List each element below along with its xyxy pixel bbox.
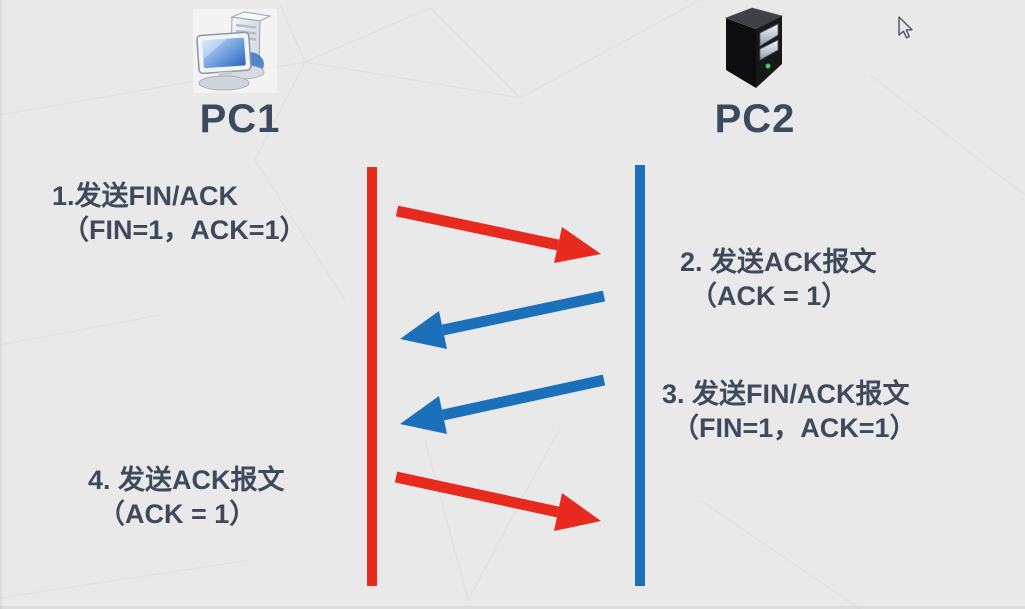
message-4-flags: （ACK = 1） <box>98 499 257 529</box>
message-2-flags: （ACK = 1） <box>690 281 849 311</box>
mouse-pointer-icon <box>898 16 913 39</box>
message-label-2: 2. 发送ACK报文 （ACK = 1） <box>680 245 877 313</box>
pc1-label: PC1 <box>199 97 281 141</box>
pc2-label: PC2 <box>714 97 796 141</box>
message-arrow-3 <box>400 374 606 434</box>
message-4-title: 4. 发送ACK报文 <box>88 465 285 495</box>
message-label-3: 3. 发送FIN/ACK报文 （FIN=1，ACK=1） <box>662 377 917 445</box>
message-1-flags: （FIN=1，ACK=1） <box>62 215 307 245</box>
left-edge-shade <box>0 0 2 609</box>
node-pc1 <box>190 6 280 96</box>
message-arrow-1 <box>395 205 601 263</box>
message-arrow-2 <box>400 290 606 349</box>
bottom-edge-shade <box>0 606 1025 609</box>
server-tower-icon <box>724 7 784 88</box>
pc2-lifeline <box>635 165 645 586</box>
desktop-computer-icon <box>193 9 277 93</box>
message-3-flags: （FIN=1，ACK=1） <box>672 413 917 443</box>
message-label-1: 1.发送FIN/ACK （FIN=1，ACK=1） <box>52 179 307 247</box>
message-arrow-4 <box>394 471 601 531</box>
node-pc2 <box>712 2 796 94</box>
message-label-4: 4. 发送ACK报文 （ACK = 1） <box>88 463 285 531</box>
message-2-title: 2. 发送ACK报文 <box>680 247 877 277</box>
message-1-title: 1.发送FIN/ACK <box>52 181 239 211</box>
pc1-lifeline <box>367 167 377 586</box>
message-3-title: 3. 发送FIN/ACK报文 <box>662 379 910 409</box>
